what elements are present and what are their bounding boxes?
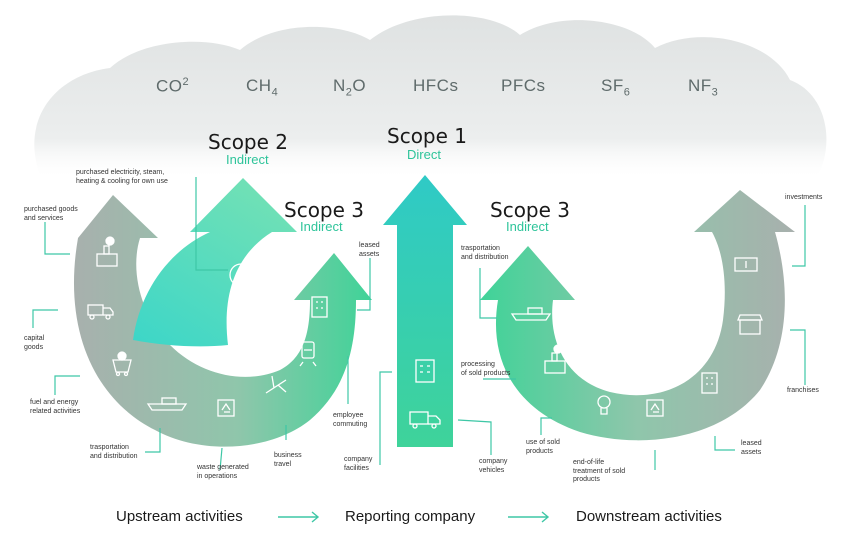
- label-franchises: franchises: [787, 387, 819, 394]
- factory-icon: [96, 236, 118, 267]
- scope1-arrow: [383, 175, 467, 447]
- lightbulb-icon: [597, 395, 611, 415]
- gas-hfcs: HFCs: [413, 76, 459, 95]
- gas-n2o: N2O: [333, 76, 367, 99]
- footer-reporting: Reporting company: [345, 508, 476, 525]
- train-icon: [299, 341, 317, 367]
- label-investments: investments: [785, 194, 823, 201]
- recycle-icon: [217, 399, 235, 417]
- scope1-title: Scope 1: [387, 124, 468, 148]
- ship-down-icon: [510, 307, 552, 321]
- scope3-downstream-subtitle: Indirect: [506, 219, 549, 234]
- money-icon: [734, 257, 758, 272]
- truck-icon: [87, 304, 114, 320]
- gas-ch4: CH4: [246, 76, 279, 99]
- footer-arrows: [278, 511, 550, 523]
- scope3-upstream-title: Scope 3: [284, 198, 365, 222]
- shop-icon: [737, 314, 763, 335]
- footer-upstream: Upstream activities: [116, 508, 243, 525]
- downstream-u-arrow: [480, 190, 795, 441]
- scope1-subtitle: Direct: [407, 147, 441, 162]
- franchise-building-icon: [701, 372, 718, 394]
- gas-sf6: SF6: [601, 76, 631, 99]
- gas-co2: CO2: [156, 76, 190, 96]
- building-icon: [311, 296, 328, 318]
- label-purchased-electricity: purchased electricity, steam,heating & c…: [76, 169, 168, 185]
- coal-cart-icon: [112, 351, 132, 377]
- footer-downstream: Downstream activities: [576, 508, 722, 525]
- facility-building-icon: [415, 359, 435, 383]
- scope3-downstream-title: Scope 3: [490, 198, 571, 222]
- gas-pfcs: PFCs: [501, 76, 546, 95]
- scope2-subtitle: Indirect: [226, 152, 269, 167]
- scope2-arrow: [133, 178, 297, 347]
- cloud-shape: [34, 15, 827, 180]
- scope2-title: Scope 2: [208, 130, 289, 154]
- factory-down-icon: [544, 344, 566, 374]
- airplane-icon: [265, 375, 287, 394]
- recycle-down-icon: [646, 399, 664, 417]
- ship-icon: [146, 397, 188, 411]
- lightning-icon: [229, 263, 253, 287]
- connector-lines: [32, 177, 806, 471]
- vehicle-truck-icon: [409, 411, 441, 429]
- gas-nf3: NF3: [688, 76, 719, 99]
- upstream-u-arrow: [73, 195, 372, 447]
- scope3-upstream-subtitle: Indirect: [300, 219, 343, 234]
